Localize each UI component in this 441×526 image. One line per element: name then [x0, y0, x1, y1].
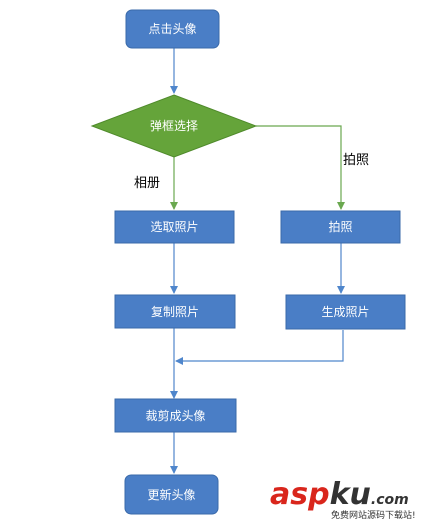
edge-label-album: 相册 [134, 176, 160, 191]
node-start[interactable]: 点击头像 [125, 9, 220, 49]
node-crop-avatar-label: 裁剪成头像 [145, 408, 205, 423]
node-generate-photo-label: 生成照片 [321, 305, 369, 319]
node-decision-label: 弹框选择 [150, 119, 198, 133]
node-start-label: 点击头像 [148, 22, 196, 36]
node-take-photo[interactable]: 拍照 [280, 210, 401, 244]
node-choose-photo[interactable]: 选取照片 [114, 210, 235, 244]
node-generate-photo[interactable]: 生成照片 [285, 294, 406, 330]
watermark-brand: aspku.com [270, 477, 409, 512]
watermark-tagline: 免费网站源码下载站! [331, 509, 416, 521]
node-copy-photo[interactable]: 复制照片 [114, 294, 236, 329]
node-decision[interactable]: 弹框选择 [90, 94, 258, 158]
edge-decision-to-take-photo [256, 125, 345, 210]
watermark-logo: aspku.com 免费网站源码下载站! [270, 477, 416, 521]
connectors [170, 48, 345, 474]
node-update-avatar[interactable]: 更新头像 [124, 474, 219, 515]
edge-generate-to-merge [175, 330, 344, 365]
node-crop-avatar[interactable]: 裁剪成头像 [114, 398, 237, 433]
node-take-photo-label: 拍照 [328, 219, 352, 234]
edge-label-camera: 拍照 [343, 153, 369, 168]
node-copy-photo-label: 复制照片 [151, 305, 199, 319]
node-choose-photo-label: 选取照片 [150, 220, 198, 234]
node-update-avatar-label: 更新头像 [147, 487, 195, 502]
